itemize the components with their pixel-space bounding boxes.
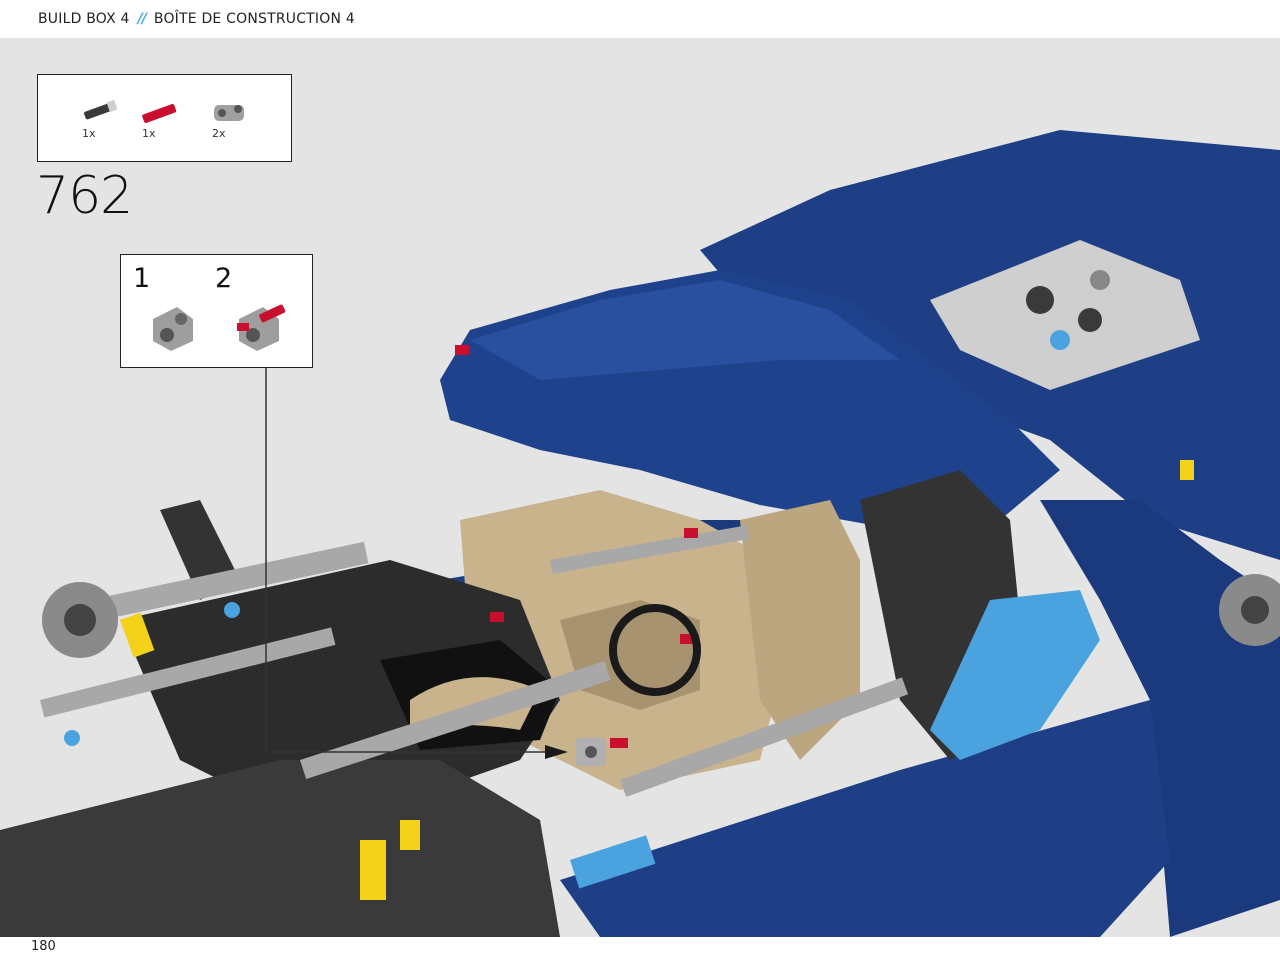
gray-beams — [39, 525, 909, 797]
sub-step-number: 1 — [133, 263, 151, 294]
part-quantity: 2x — [212, 127, 226, 140]
steering-wheel — [609, 604, 701, 696]
brake-discs — [42, 574, 1280, 658]
page-footer: 180 — [0, 937, 1280, 974]
step-number: 762 — [36, 166, 133, 226]
part-quantity: 1x — [142, 127, 156, 140]
gray-connector-part-icon — [153, 307, 193, 351]
header-separator: // — [137, 11, 147, 27]
red-pins — [455, 345, 698, 748]
axle-connector-part-icon — [84, 99, 118, 120]
header-title-en: BUILD BOX 4 — [38, 11, 130, 27]
build-illustration: 1x 1x 2x 762 1 2 — [0, 38, 1280, 937]
parts-list-item: 1x — [78, 97, 124, 147]
gray-pin-connector-part-icon — [214, 105, 244, 121]
car-model-illustration — [0, 130, 1280, 937]
sub-step-number: 2 — [215, 263, 233, 294]
red-axle-pin-part-icon — [142, 103, 177, 123]
parts-list-item: 1x — [138, 97, 184, 147]
parts-list-item: 2x — [208, 97, 254, 147]
target-connector — [576, 738, 606, 766]
yellow-parts — [120, 460, 1194, 900]
sub-assembly-box: 1 2 — [120, 254, 313, 368]
engine-bay — [930, 240, 1200, 390]
part-quantity: 1x — [82, 127, 96, 140]
connector-with-red-pin-part-icon — [237, 304, 286, 351]
azure-panels — [64, 590, 1100, 889]
page-header: BUILD BOX 4 // BOÎTE DE CONSTRUCTION 4 — [0, 0, 1280, 38]
header-title-fr: BOÎTE DE CONSTRUCTION 4 — [153, 11, 355, 27]
page-number: 180 — [31, 939, 56, 954]
parts-list-box: 1x 1x 2x — [37, 74, 292, 162]
callout-arrow — [265, 368, 568, 759]
